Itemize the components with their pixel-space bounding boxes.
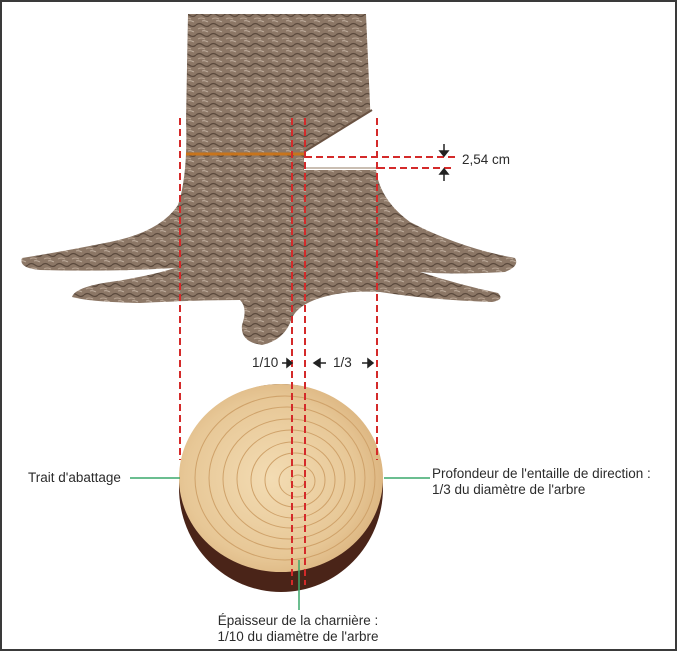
hinge-fraction-label: 1/10 — [252, 355, 278, 371]
hinge-line2: 1/10 du diamètre de l'arbre — [205, 629, 391, 645]
measure-label: 2,54 cm — [462, 152, 510, 168]
notch-depth-line2: 1/3 du diamètre de l'arbre — [432, 482, 651, 498]
tree-trunk — [21, 14, 516, 345]
notch-depth-line1: Profondeur de l'entaille de direction : — [432, 466, 651, 482]
notch-fraction-label: 1/3 — [333, 355, 352, 371]
hinge-line1: Épaisseur de la charnière : — [205, 613, 391, 629]
notch-depth-label: Profondeur de l'entaille de direction : … — [432, 466, 651, 498]
fraction-arrows — [282, 359, 373, 367]
measure-arrows — [440, 144, 448, 181]
felling-cut-label: Trait d'abattage — [28, 470, 121, 486]
hinge-label: Épaisseur de la charnière : 1/10 du diam… — [205, 613, 391, 645]
stump-cross-section — [179, 384, 383, 592]
